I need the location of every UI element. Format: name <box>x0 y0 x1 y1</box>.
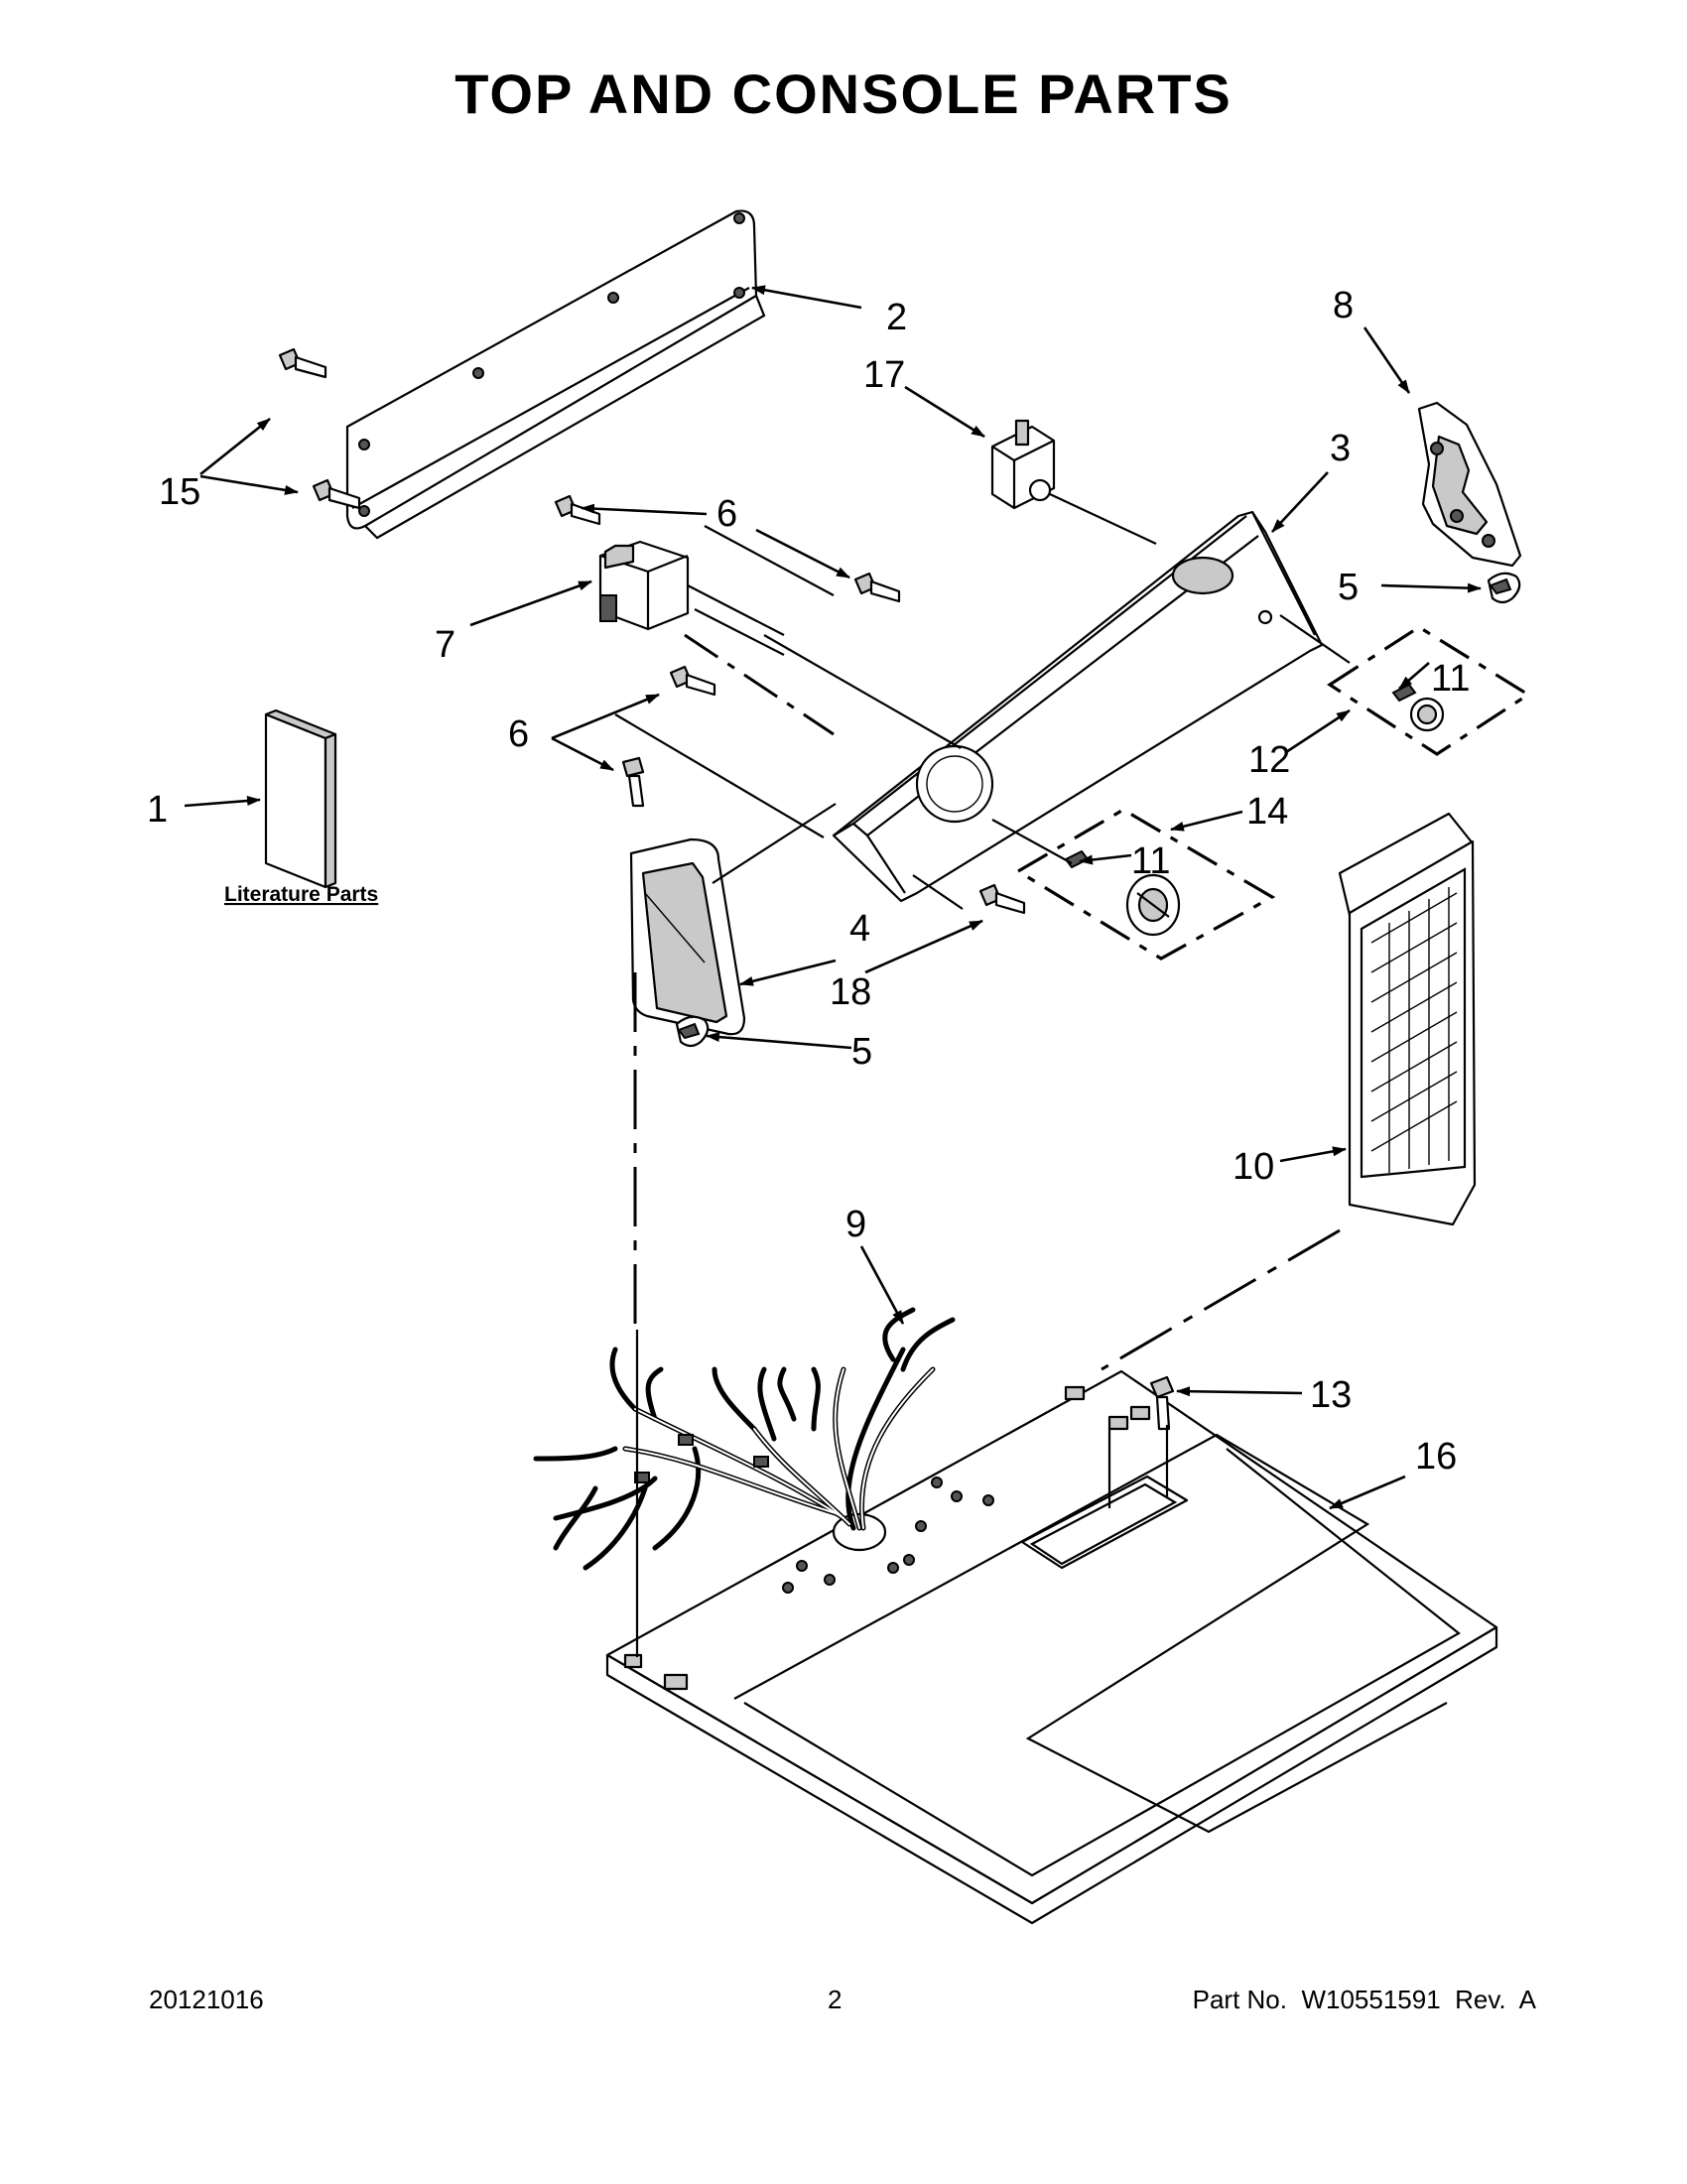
callout-7: 7 <box>435 624 455 666</box>
part-15-screws <box>278 347 361 510</box>
callout-5-right: 5 <box>1338 567 1359 608</box>
callout-10: 10 <box>1233 1146 1274 1188</box>
part-3-console-panel <box>832 510 1324 903</box>
callout-1: 1 <box>147 789 168 831</box>
literature-parts-label: Literature Parts <box>224 883 378 906</box>
part-8-console-end-bracket <box>1417 401 1522 568</box>
part-14-knob-assembly <box>1014 808 1276 961</box>
callout-6-left: 6 <box>508 713 529 755</box>
callout-15: 15 <box>159 471 200 513</box>
part-9-wire-harness <box>533 1307 956 1571</box>
part-18-screw <box>978 883 1026 915</box>
callout-11-upper: 11 <box>1431 658 1470 700</box>
part-7-timer-switch <box>598 540 785 656</box>
part-2-console-rear-panel <box>345 209 766 540</box>
part-5-clip-right <box>1487 572 1521 604</box>
part-6-screws <box>554 494 901 808</box>
callout-labels: 2 17 3 8 5 15 6 7 6 11 12 14 11 1 4 18 5… <box>147 285 1470 1477</box>
callout-8: 8 <box>1333 285 1354 326</box>
part-1-literature <box>264 708 337 889</box>
callout-11-lower: 11 <box>1131 840 1170 882</box>
dashed-connection-lines <box>614 525 1351 1657</box>
part-12-knob-assembly <box>1327 625 1531 756</box>
callout-3: 3 <box>1330 428 1351 469</box>
part-5-clip-left <box>675 1015 710 1048</box>
callout-18: 18 <box>830 971 871 1013</box>
part-4-console-end-cap <box>629 837 746 1036</box>
callout-2: 2 <box>886 297 907 338</box>
callout-16: 16 <box>1415 1436 1457 1477</box>
footer-part-number: Part No. W10551591 Rev. A <box>1192 1985 1536 2014</box>
callout-17: 17 <box>863 354 905 396</box>
footer-page-number: 2 <box>828 1985 843 2014</box>
part-13-screw <box>1149 1375 1175 1431</box>
part-17-switch-block <box>990 419 1157 545</box>
footer-date: 20121016 <box>149 1985 264 2014</box>
leader-arrows <box>184 285 1482 1510</box>
callout-6-top: 6 <box>716 493 737 535</box>
part-16-top-panel <box>605 1369 1498 1925</box>
callout-4: 4 <box>849 908 870 950</box>
page-title: TOP AND CONSOLE PARTS <box>454 63 1233 125</box>
callout-9: 9 <box>845 1204 866 1245</box>
callout-12: 12 <box>1248 739 1290 781</box>
callout-14: 14 <box>1246 791 1288 833</box>
callout-13: 13 <box>1310 1374 1352 1416</box>
callout-5-left: 5 <box>851 1031 872 1073</box>
part-10-lint-screen <box>1338 812 1477 1226</box>
